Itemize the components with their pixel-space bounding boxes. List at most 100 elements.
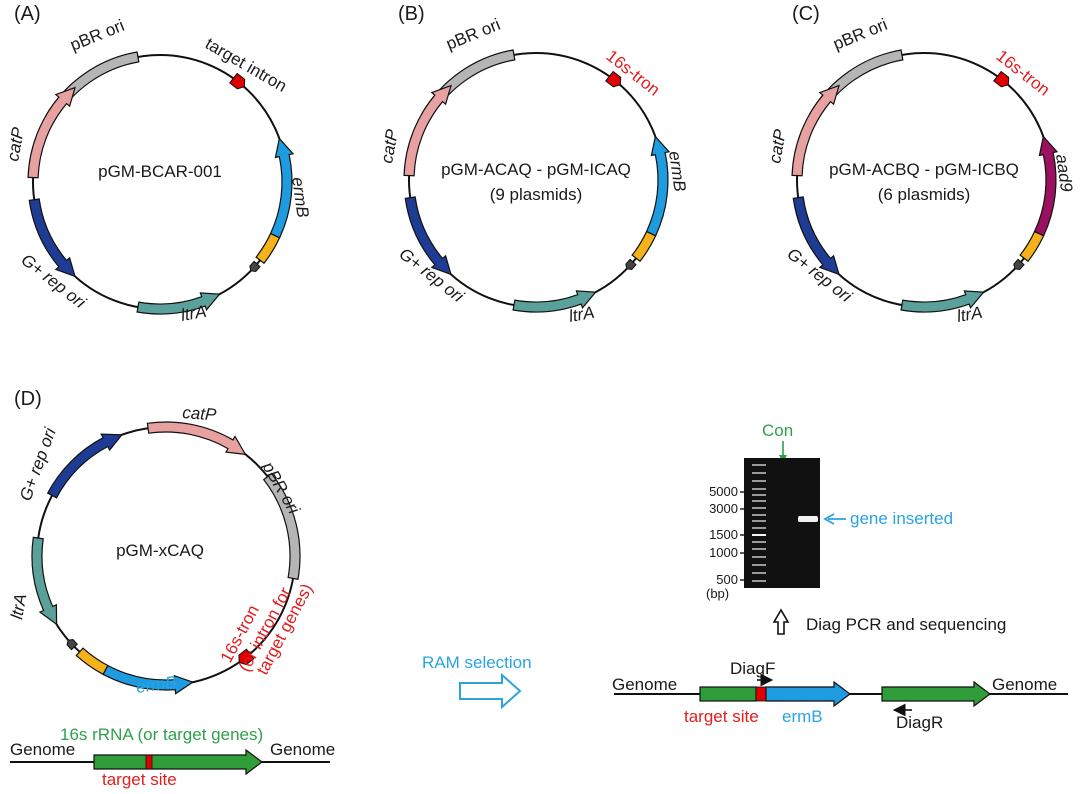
gel-ladder-band xyxy=(752,488,766,490)
genome-inserted-target-label: target site xyxy=(684,707,759,726)
gel-ladder-band xyxy=(752,564,766,566)
plasmid-b-promoter-arc xyxy=(631,230,657,263)
genome-inserted-right-label: Genome xyxy=(992,675,1057,694)
plasmid-d-promoter-mark xyxy=(66,638,79,651)
genome-left-label: Genome xyxy=(10,740,75,759)
genome-inserted-gene-right-arrow xyxy=(881,680,991,708)
genome-diagram-wildtype: 16s rRNA (or target genes) Genome Genome… xyxy=(10,725,335,789)
plasmid-b-grep-arc xyxy=(404,196,452,276)
gel-image xyxy=(744,458,820,588)
gel-size-label: 3000 xyxy=(709,501,738,516)
gel-band-label: gene inserted xyxy=(850,509,953,528)
gel-ladder-band xyxy=(752,572,766,574)
genome-gene-arrow xyxy=(93,748,263,776)
genome-target-site-mark xyxy=(145,754,153,770)
panel-c: (C) pGM-ACBQ - pGM-ICBQ (6 plasmids) pBR… xyxy=(765,3,1076,326)
plasmid-d-features xyxy=(31,421,301,695)
plasmid-a-catp-arc xyxy=(27,86,76,179)
panel-b-label: (B) xyxy=(398,3,425,25)
plasmid-c-ltra-label: ltrA xyxy=(955,303,983,326)
gel-size-label: 1500 xyxy=(709,527,738,542)
gel-ladder-band xyxy=(752,534,766,536)
gel-band-pointer-head xyxy=(823,513,835,525)
plasmid-b-promoter-mark xyxy=(625,258,637,270)
panel-d-label: (D) xyxy=(14,388,42,410)
plasmid-a-ltra-arc xyxy=(136,292,221,315)
plasmid-d-ltra-label: ltrA xyxy=(7,592,30,620)
diag-r-label: DiagR xyxy=(896,713,943,732)
gel-ladder-band xyxy=(752,507,766,509)
genome-inserted-ermb-arrow xyxy=(765,680,851,708)
plasmid-a-intron-mark xyxy=(229,72,246,90)
gel-unit-label: (bp) xyxy=(706,586,729,601)
diag-pcr-arrow xyxy=(772,608,790,635)
genome-diagram-inserted: DiagF Genome Genome target site ermB Dia… xyxy=(612,659,1068,732)
plasmid-b-ermb-arc xyxy=(645,135,671,237)
diag-f-label: DiagF xyxy=(730,659,775,678)
panel-d: (D) pGM-xCAQ G+ rep ori catP pBR ori 16s… xyxy=(7,388,335,789)
gel-ladder-band xyxy=(752,480,766,482)
plasmid-c-ermb-arc xyxy=(1033,135,1059,237)
plasmid-d-grep-arc xyxy=(46,433,124,499)
plasmid-c-promoter-arc xyxy=(1019,230,1045,263)
panel-a: (A) pGM-BCAR-001 pBR ori target intron e… xyxy=(3,3,312,325)
genome-inserted-target-mark xyxy=(755,686,767,702)
plasmid-d-catp-label: catP xyxy=(182,403,218,424)
plasmid-d-ermb-arc xyxy=(102,664,195,695)
gel-size-label: 500 xyxy=(716,572,738,587)
plasmid-c-pbr-label: pBR ori xyxy=(830,15,890,54)
panel-a-label: (A) xyxy=(14,3,41,25)
gel-ladder-band xyxy=(752,541,766,543)
plasmid-a-grep-arc xyxy=(28,198,76,278)
plasmid-b-features xyxy=(403,49,671,313)
plasmid-a-features xyxy=(27,51,295,315)
plasmid-c-ltra-arc xyxy=(900,290,985,313)
genome-inserted-gene-left xyxy=(699,686,757,702)
genome-gene-label: 16s rRNA (or target genes) xyxy=(60,725,263,744)
plasmid-c-catp-label: catP xyxy=(765,127,790,164)
plasmid-a-pbr-label: pBR ori xyxy=(67,16,127,55)
plasmid-b-ermb-label: ermB xyxy=(665,150,689,193)
plasmid-c-features xyxy=(791,49,1059,313)
gel-ladder-band xyxy=(752,500,766,502)
panel-c-label: (C) xyxy=(792,3,820,25)
gel-inserted-band xyxy=(798,516,818,522)
plasmid-b-catp-arc xyxy=(403,84,452,177)
plasmid-b-ltra-label: ltrA xyxy=(567,303,595,326)
plasmid-a-ltra-label: ltrA xyxy=(179,302,207,325)
plasmid-d-catp-arc xyxy=(146,421,247,456)
gel-ladder-band xyxy=(752,494,766,496)
ram-selection-arrow xyxy=(459,672,522,710)
plasmid-d-name: pGM-xCAQ xyxy=(116,541,204,560)
panel-b: (B) pGM-ACAQ - pGM-ICAQ (9 plasmids) pBR… xyxy=(377,3,689,326)
gel-ladder-band xyxy=(752,464,766,466)
plasmid-c-promoter-mark xyxy=(1013,258,1025,270)
plasmid-d-ltra-arc xyxy=(31,536,58,626)
genome-right-label: Genome xyxy=(270,740,335,759)
ram-selection-label: RAM selection xyxy=(422,653,532,672)
genome-inserted-ermb-label: ermB xyxy=(782,707,823,726)
plasmid-b-count: (9 plasmids) xyxy=(490,185,583,204)
plasmid-a-catp-label: catP xyxy=(3,125,28,162)
plasmid-d-ermb-label: ermB xyxy=(135,672,178,696)
plasmid-c-grep-arc xyxy=(792,196,840,276)
genome-inserted-left-label: Genome xyxy=(612,675,677,694)
plasmid-a-promoter-arc xyxy=(255,232,281,265)
gel-control-label: Con xyxy=(762,421,793,440)
plasmid-b-pbr-label: pBR ori xyxy=(443,15,503,54)
genome-target-site-label: target site xyxy=(102,770,177,789)
plasmid-c-name: pGM-ACBQ - pGM-ICBQ xyxy=(829,160,1019,179)
diag-pcr-label: Diag PCR and sequencing xyxy=(806,615,1006,634)
plasmid-d-promoter-arc xyxy=(75,647,109,676)
plasmid-b-name: pGM-ACAQ - pGM-ICAQ xyxy=(441,160,631,179)
gel-ladder-band xyxy=(752,514,766,516)
plasmid-b-intron-mark xyxy=(605,70,622,88)
plasmid-b-ltra-arc xyxy=(512,290,597,313)
plasmid-a-ermb-arc xyxy=(269,137,295,239)
plasmid-a-ermb-label: ermB xyxy=(288,176,312,219)
plasmid-c-intron-mark xyxy=(993,70,1010,88)
gel-size-label: 5000 xyxy=(709,484,738,499)
plasmid-a-intron-label: target intron xyxy=(202,34,290,96)
